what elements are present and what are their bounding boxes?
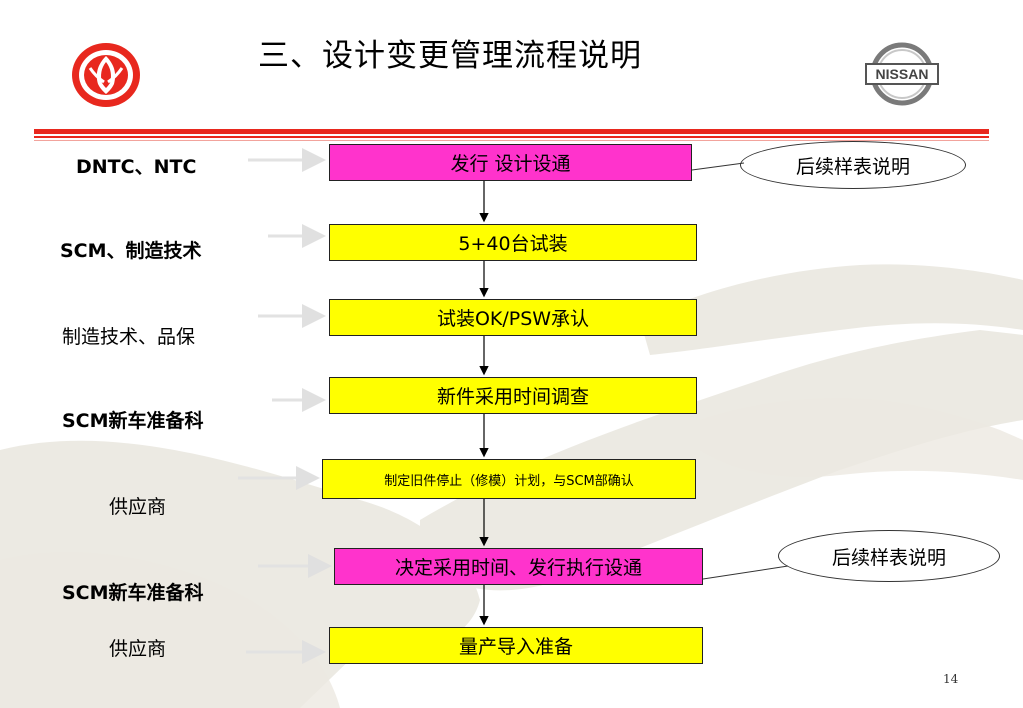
process-step: 量产导入准备 [329,627,703,664]
process-step: 决定采用时间、发行执行设通 [334,548,703,585]
nissan-logo-text: NISSAN [876,66,929,82]
header-rule-thin [34,136,989,138]
process-step: 5+40台试装 [329,224,697,261]
page-number: 14 [943,672,959,686]
dongfeng-logo [72,43,140,107]
process-step: 新件采用时间调查 [329,377,697,414]
callout-note: 后续样表说明 [740,141,966,189]
role-label: SCM新车准备科 [62,582,204,604]
header-rule-thin-light [34,140,989,141]
role-label: 供应商 [109,638,167,660]
role-label: SCM新车准备科 [62,410,204,432]
page-title: 三、设计变更管理流程说明 [258,38,642,74]
process-step: 试装OK/PSW承认 [329,299,697,336]
header-rule [34,129,989,134]
process-step: 制定旧件停止（修模）计划，与SCM部确认 [322,459,696,499]
callout-note: 后续样表说明 [778,530,1000,582]
role-label: 供应商 [109,496,167,518]
role-label: 制造技术、品保 [62,326,196,348]
process-step: 发行 设计设通 [329,144,692,181]
role-label: SCM、制造技术 [60,240,202,262]
role-label: DNTC、NTC [76,156,197,178]
nissan-logo: NISSAN [865,42,939,106]
